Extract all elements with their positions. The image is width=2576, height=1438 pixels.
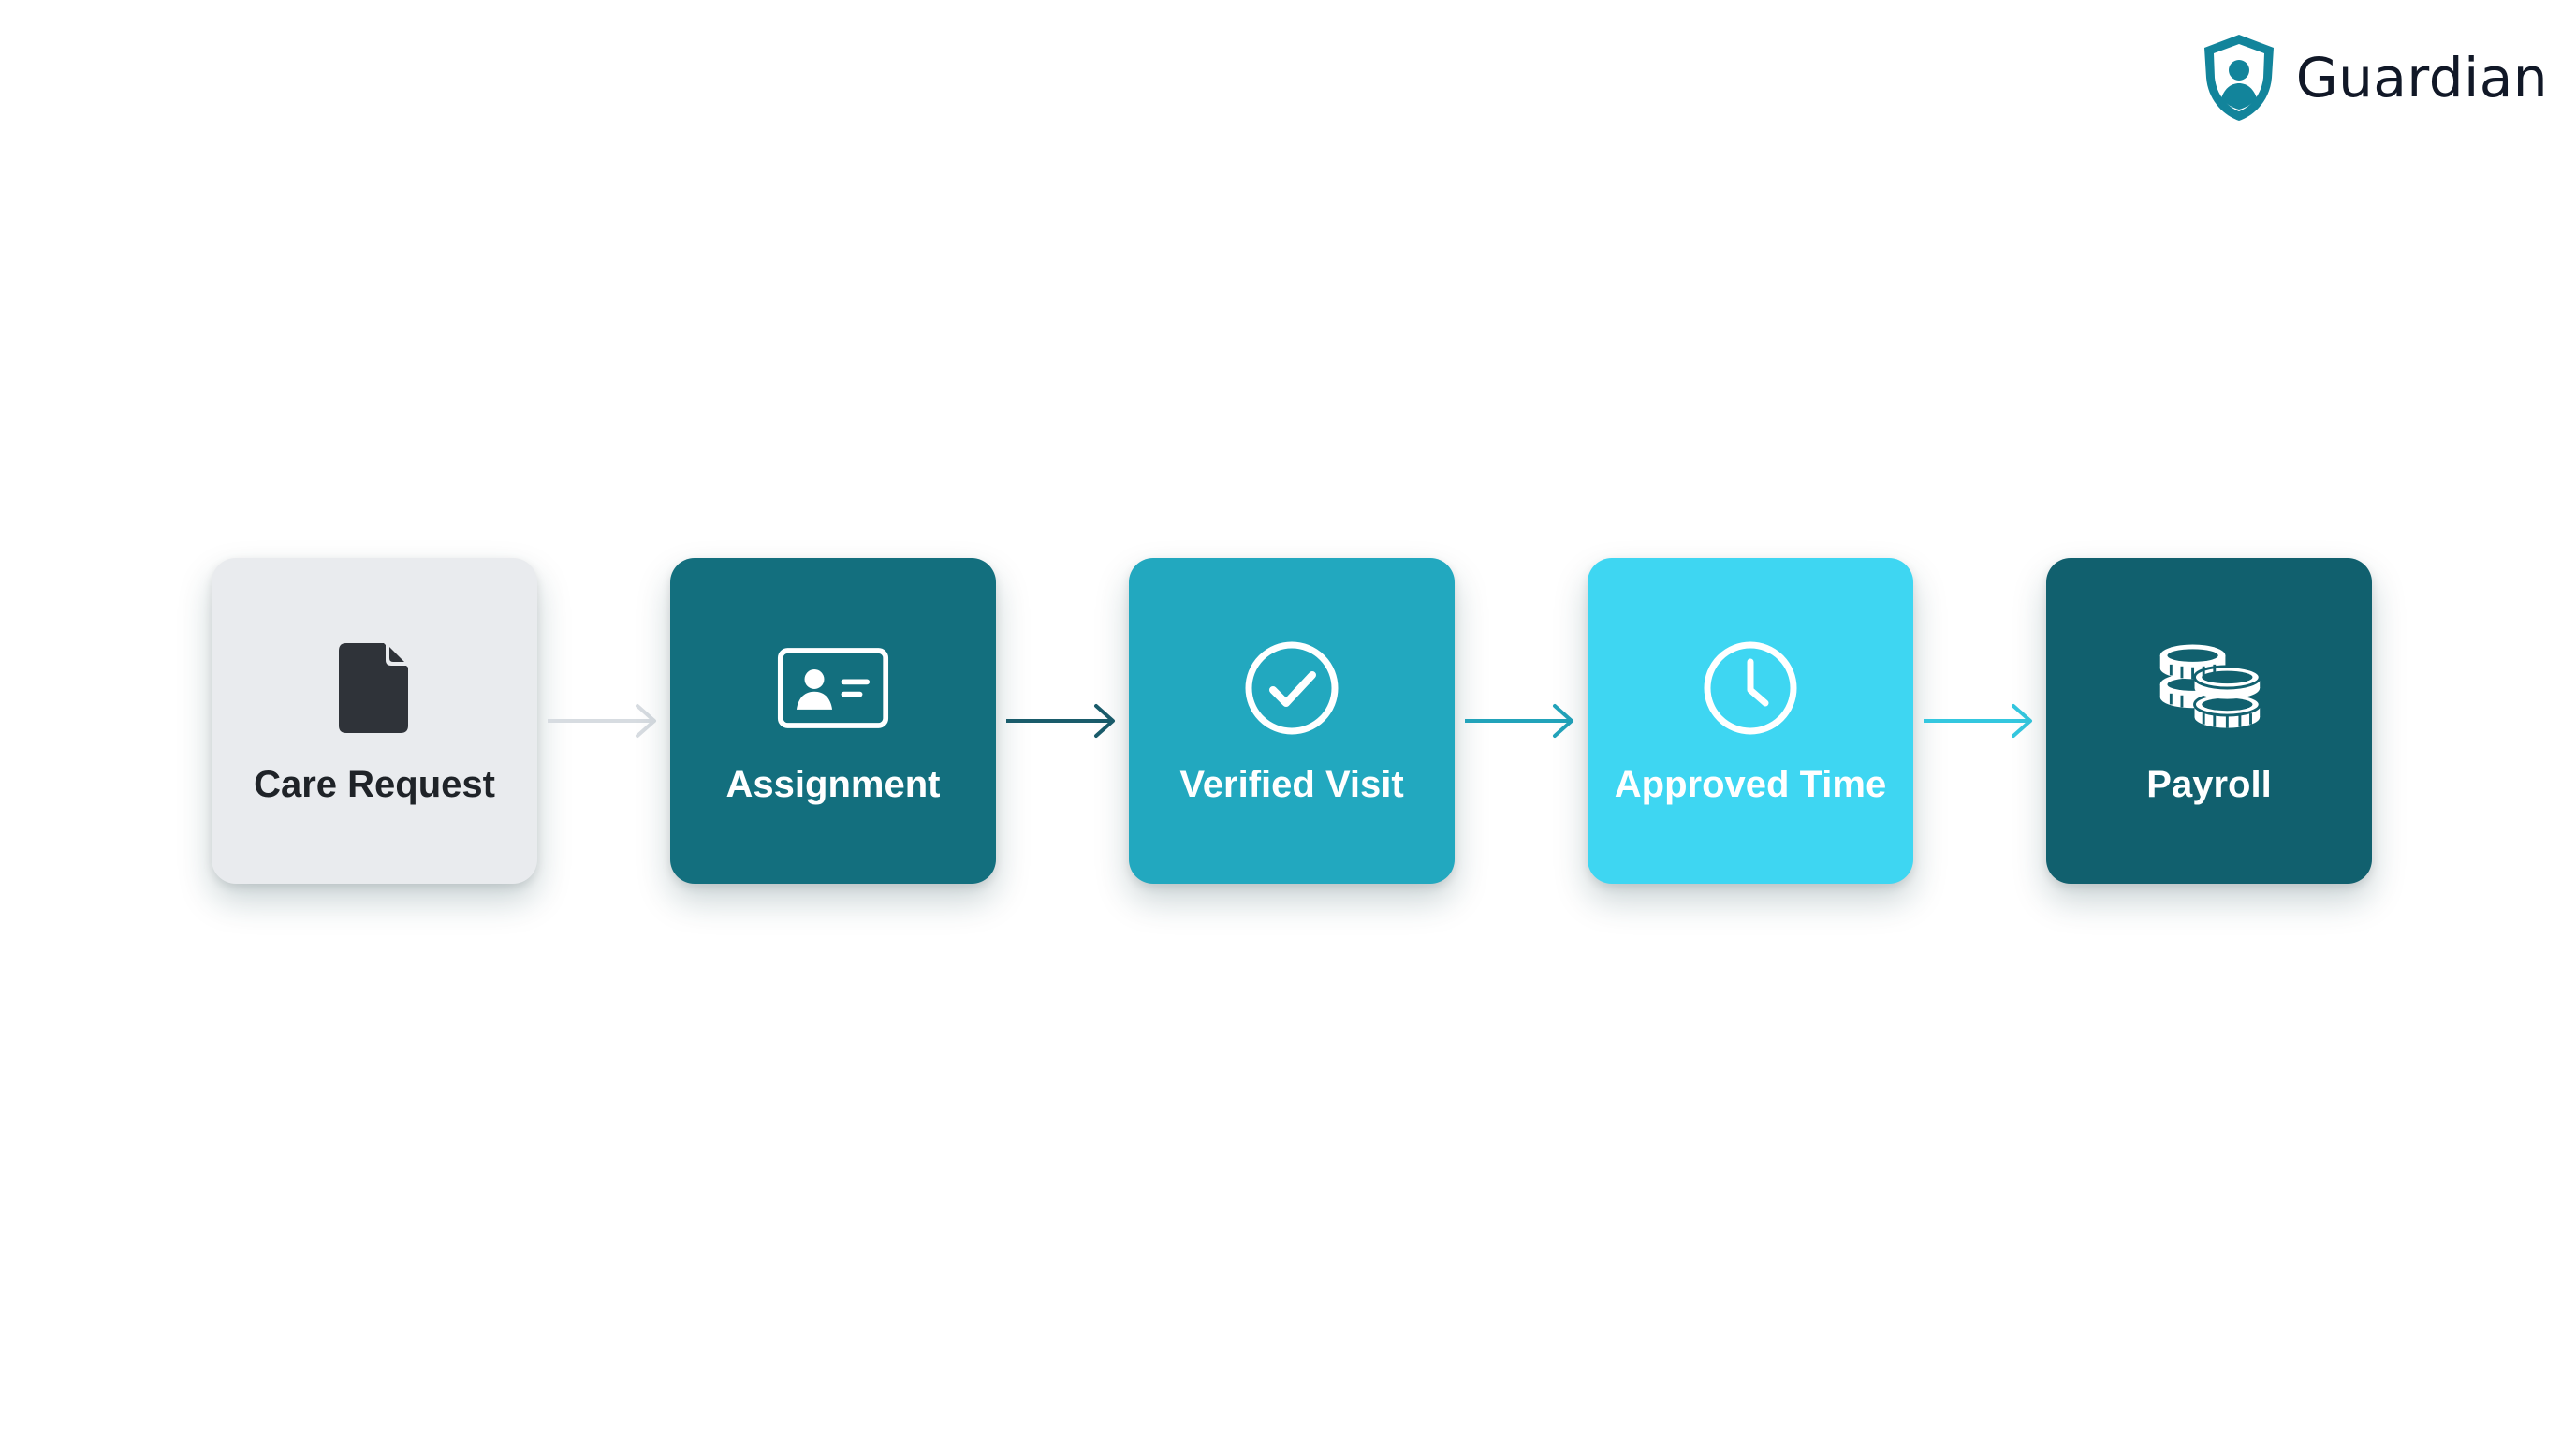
coins-icon <box>2153 637 2265 740</box>
clock-icon <box>1694 637 1807 740</box>
flow-connector <box>1455 693 1588 749</box>
step-label: Assignment <box>725 764 941 805</box>
document-icon <box>318 637 431 740</box>
step-label: Payroll <box>2146 764 2272 805</box>
step-label: Approved Time <box>1614 764 1887 805</box>
arrow-right-icon <box>1006 704 1115 738</box>
step-assignment: Assignment <box>670 558 996 884</box>
step-approved-time: Approved Time <box>1588 558 1913 884</box>
step-care-request: Care Request <box>212 558 537 884</box>
step-label: Care Request <box>254 764 495 805</box>
flow-connector <box>996 693 1129 749</box>
step-label: Verified Visit <box>1179 764 1404 805</box>
brand-name: Guardian <box>2295 46 2548 110</box>
brand-logo: Guardian <box>2197 28 2548 127</box>
check-circle-icon <box>1236 637 1348 740</box>
step-verified-visit: Verified Visit <box>1129 558 1455 884</box>
arrow-right-icon <box>1924 704 2032 738</box>
arrow-right-icon <box>548 704 656 738</box>
flow-connector <box>537 693 670 749</box>
flow-connector <box>1913 693 2046 749</box>
id-card-icon <box>777 637 889 740</box>
process-flow: Care Request Assignment <box>212 558 2372 884</box>
shield-user-icon <box>2197 31 2281 125</box>
step-payroll: Payroll <box>2046 558 2372 884</box>
arrow-right-icon <box>1465 704 1573 738</box>
